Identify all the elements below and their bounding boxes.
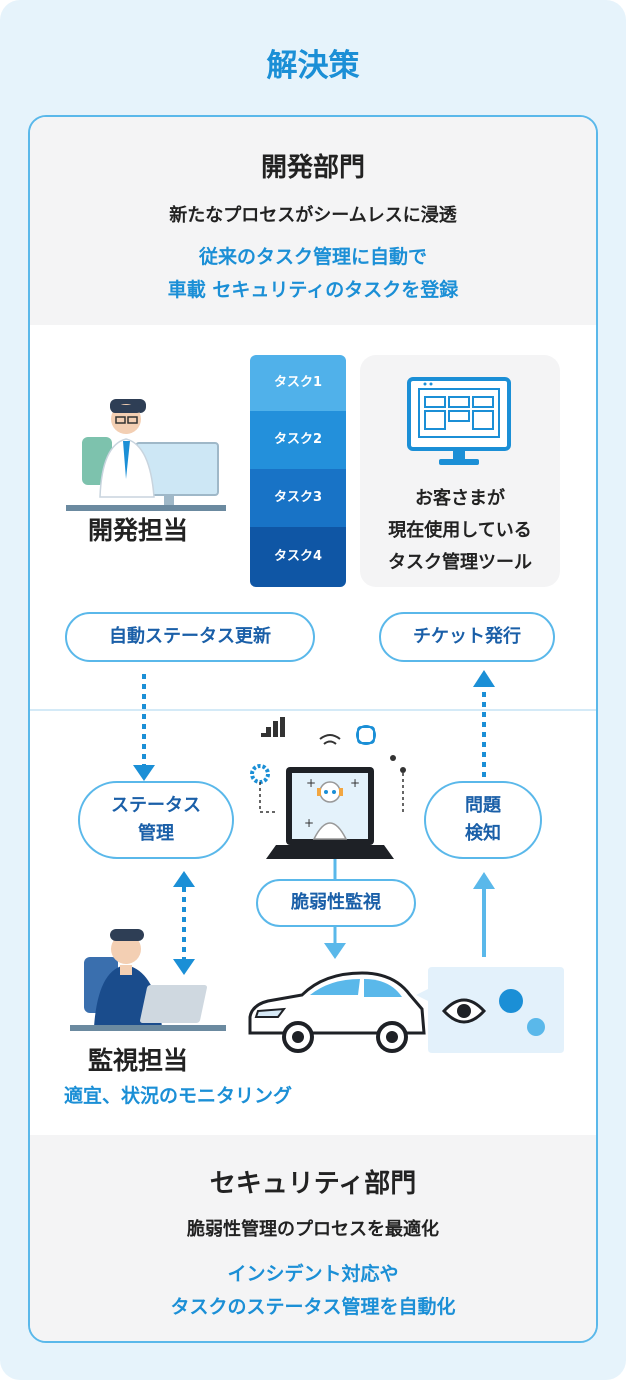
detection-bubble	[416, 967, 564, 1053]
status-line2: 管理	[138, 823, 174, 844]
developer-label: 開発担当	[88, 516, 189, 545]
security-desc-line1: インシデント対応や	[227, 1263, 399, 1285]
task-item: タスク4	[250, 527, 346, 587]
solution-card: 開発部門 新たなプロセスがシームレスに浸透 従来のタスク管理に自動で 車載 セキ…	[28, 115, 598, 1343]
status-management-label: ステータス 管理	[78, 781, 234, 859]
dev-desc-line1: 従来のタスク管理に自動で	[198, 246, 427, 268]
tool-line2: 現在使用している	[388, 520, 532, 541]
ai-laptop-illustration: + + +	[250, 717, 406, 859]
svg-text:+: +	[350, 776, 360, 790]
dev-desc-line2: 車載 セキュリティのタスクを登録	[167, 279, 459, 301]
security-footer	[30, 1135, 596, 1341]
status-line1: ステータス	[111, 795, 201, 816]
dev-title: 開発部門	[260, 153, 365, 183]
svg-text:+: +	[304, 816, 314, 830]
tool-line3: タスク管理ツール	[388, 552, 532, 573]
dev-header	[30, 117, 596, 325]
svg-text:+: +	[306, 776, 316, 790]
dev-subtitle: 新たなプロセスがシームレスに浸透	[169, 205, 457, 226]
flow-arrows	[133, 670, 495, 975]
task-item: タスク1	[250, 355, 346, 411]
monitoring-desc: 適宜、状況のモニタリング	[64, 1085, 293, 1107]
security-subtitle: 脆弱性管理のプロセスを最適化	[187, 1219, 439, 1240]
vulnerability-monitoring-label: 脆弱性監視	[256, 879, 416, 927]
ticket-issue-label: チケット発行	[379, 612, 555, 662]
developer-illustration	[66, 399, 226, 511]
monitor-person-label: 監視担当	[88, 1046, 189, 1075]
problem-line2: 検知	[465, 823, 501, 844]
problem-detection-label: 問題 検知	[424, 781, 542, 859]
page-title: 解決策	[266, 48, 360, 84]
tool-line1: お客さまが	[415, 488, 505, 509]
task-item: タスク2	[250, 411, 346, 469]
car-illustration	[248, 971, 426, 1053]
monitor-person-illustration	[70, 929, 226, 1031]
section-divider	[30, 709, 596, 711]
security-title: セキュリティ部門	[209, 1169, 417, 1199]
monitor-icon	[407, 377, 511, 465]
task-item: タスク3	[250, 469, 346, 527]
auto-status-update-label: 自動ステータス更新	[65, 612, 315, 662]
problem-line1: 問題	[465, 795, 501, 816]
security-desc-line2: タスクのステータス管理を自動化	[170, 1296, 456, 1318]
